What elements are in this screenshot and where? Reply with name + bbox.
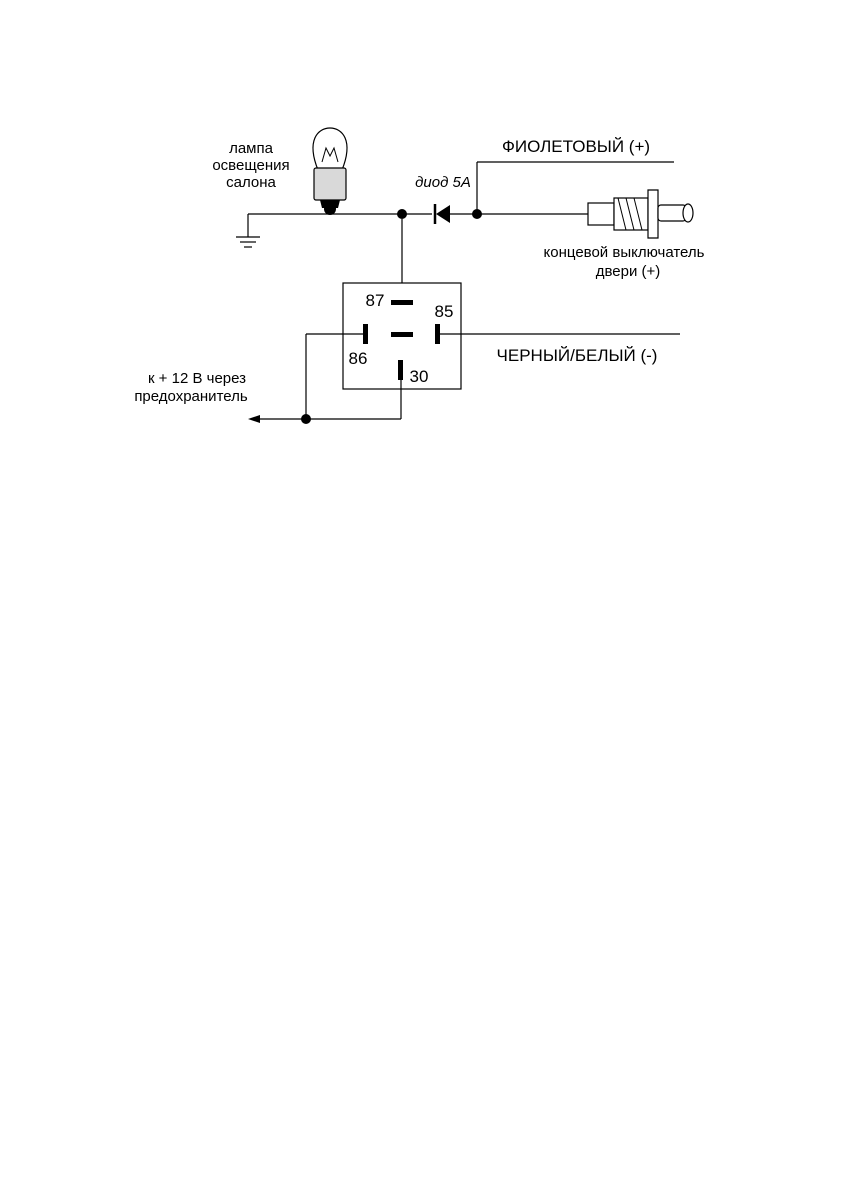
lamp-icon (312, 127, 348, 215)
arrow-left-icon (248, 415, 260, 423)
violet-wire-label: ФИОЛЕТОВЫЙ (+) (502, 137, 650, 156)
junction-dot-lamp (397, 209, 407, 219)
diode-icon (433, 204, 450, 224)
pin-86-contact (363, 324, 368, 344)
pin-center-contact (391, 332, 413, 337)
supply-label-line2: предохранитель (134, 388, 248, 405)
lamp-label-line1: лампа (229, 140, 274, 157)
switch-label-line1: концевой выключатель (544, 244, 705, 261)
pin-87-contact (391, 300, 413, 305)
pin-30-label: 30 (410, 367, 429, 386)
supply-label-line1: к + 12 В через (148, 370, 246, 387)
pin-85-label: 85 (435, 302, 454, 321)
black-white-wire-label: ЧЕРНЫЙ/БЕЛЫЙ (-) (497, 346, 658, 365)
pin-85-contact (435, 324, 440, 344)
pin-87-label: 87 (366, 291, 385, 310)
switch-label-line2: двери (+) (596, 263, 661, 280)
door-switch-icon (587, 189, 694, 239)
ground-icon (236, 214, 260, 248)
junction-dot-violet (472, 209, 482, 219)
lamp-label-line3: салона (226, 174, 276, 191)
lamp-label-line2: освещения (212, 157, 289, 174)
pin-30-contact (398, 360, 403, 380)
diode-label: диод 5А (415, 174, 471, 191)
pin-86-label: 86 (349, 349, 368, 368)
